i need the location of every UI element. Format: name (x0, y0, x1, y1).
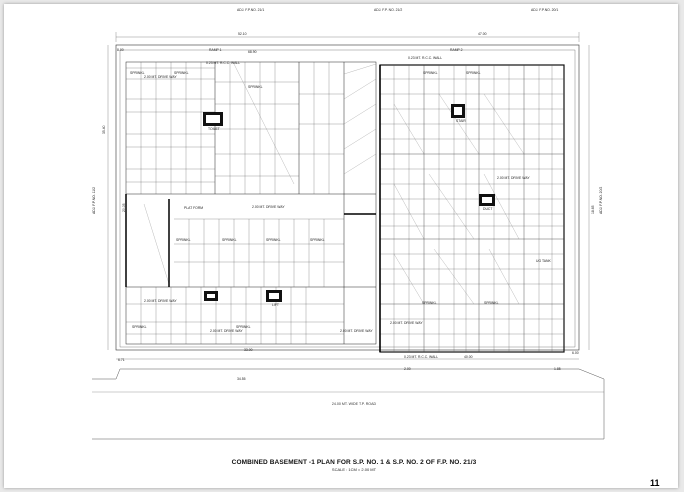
dimension-label: 18.65 (591, 205, 595, 215)
ramp-hatching (143, 63, 525, 305)
toilet-label: TOILET (208, 127, 220, 131)
dimension-label: 68.90 (248, 50, 257, 54)
stair-label: STAIR (456, 119, 466, 123)
driveway-label: 2.00 MT. DRIVE WAY (144, 75, 177, 79)
dimension-lines (107, 32, 590, 360)
top-mid-boundary-label: ADJ. F.P. NO. 21/2 (374, 8, 403, 12)
plot-boundary (115, 44, 580, 351)
right-wing (379, 64, 565, 353)
plot-outline (115, 44, 580, 351)
dimension-label: 8.00 (117, 48, 124, 52)
dimension-label: 40.00 (464, 355, 473, 359)
dimension-label: 52.10 (238, 32, 247, 36)
parking-grid-top (126, 62, 344, 194)
driveway-label: 2.00 MT. DRIVE WAY (144, 299, 177, 303)
top-right-boundary-label: ADJ. F.P.NO. 20/1 (531, 8, 559, 12)
parking-label: SPRINKL (176, 238, 191, 242)
drawing-sheet: ADJ. F.P.NO. 21/1 ADJ. F.P. NO. 21/2 ADJ… (4, 4, 678, 488)
driveway-label: 2.00 MT. DRIVE WAY (252, 205, 285, 209)
dimension-label: 35.40 (102, 125, 106, 135)
parking-grid-right (380, 65, 564, 352)
parking-label: SPRINKL (248, 85, 263, 89)
drawing-title: COMBINED BASEMENT -1 PLAN FOR S.P. NO. 1… (231, 459, 477, 466)
parking-grid-bottom (126, 218, 344, 344)
dimension-label: 20.05 (122, 203, 126, 213)
parking-label: SPRINKL (236, 325, 251, 329)
parking-label: SPRINKL (422, 301, 437, 305)
road (92, 368, 605, 440)
driveway-label: 2.00 MT. DRIVE WAY (340, 329, 373, 333)
driveway-label: 2.00 MT. DRIVE WAY (497, 176, 530, 180)
heavy-walls (125, 65, 381, 352)
wall-label: 0.23 MT. R.C.C. WALL (404, 355, 439, 359)
wall-label: 0.23 MT. R.C.C. WALL (408, 56, 443, 60)
wall-label: 0.23 MT. R.C.C. WALL (206, 61, 241, 65)
basement-plan-drawing (92, 32, 605, 440)
parking-label: SPRINKL (466, 71, 481, 75)
core-openings (206, 107, 492, 299)
parking-label: SPRINKL (132, 325, 147, 329)
dimension-label: 2.00 (404, 367, 411, 371)
parking-label: SPRINKL (423, 71, 438, 75)
lift-label: LIFT (272, 303, 279, 307)
parking-label: SPRINKL (484, 301, 499, 305)
platform-label: PLAT FORM (184, 206, 204, 210)
parking-label: SPRINKL (130, 71, 145, 75)
tank-label: UG TANK (536, 259, 551, 263)
driveway-label: 2.00 MT. DRIVE WAY (390, 321, 423, 325)
dimension-label: 34.55 (237, 377, 246, 381)
left-wing (125, 61, 377, 345)
dimension-label: 1.85 (554, 367, 561, 371)
parking-label: SPRINKL (266, 238, 281, 242)
right-wing-internal (380, 65, 564, 352)
dimension-label: 6.71 (118, 358, 125, 362)
parking-label: SPRINKL (174, 71, 189, 75)
right-boundary-label: ADJ. F.P.NO. 20/2 (599, 186, 603, 214)
page-number: 11 (650, 478, 660, 488)
left-boundary-label: ADJ. F.P.NO. 11/2 (92, 186, 96, 214)
duct-label: DUCT (483, 207, 493, 211)
dimension-label: 33.00 (244, 348, 253, 352)
ramp-label: RAMP 2 (450, 48, 463, 52)
drawing-scale: SCALE : 1CM = 2.00 MT (331, 467, 377, 472)
parking-label: SPRINKL (222, 238, 237, 242)
dimension-label: 47.00 (478, 32, 487, 36)
ramp-label: RAMP 1 (209, 48, 222, 52)
road-label: 24.00 MT. WIDE T.P. ROAD (331, 402, 377, 406)
top-left-boundary-label: ADJ. F.P.NO. 21/1 (237, 8, 265, 12)
parking-label: SPRINKL (310, 238, 325, 242)
driveway-label: 2.00 MT. DRIVE WAY (210, 329, 243, 333)
core-blocks (203, 104, 495, 302)
dimension-label: 6.00 (572, 351, 579, 355)
